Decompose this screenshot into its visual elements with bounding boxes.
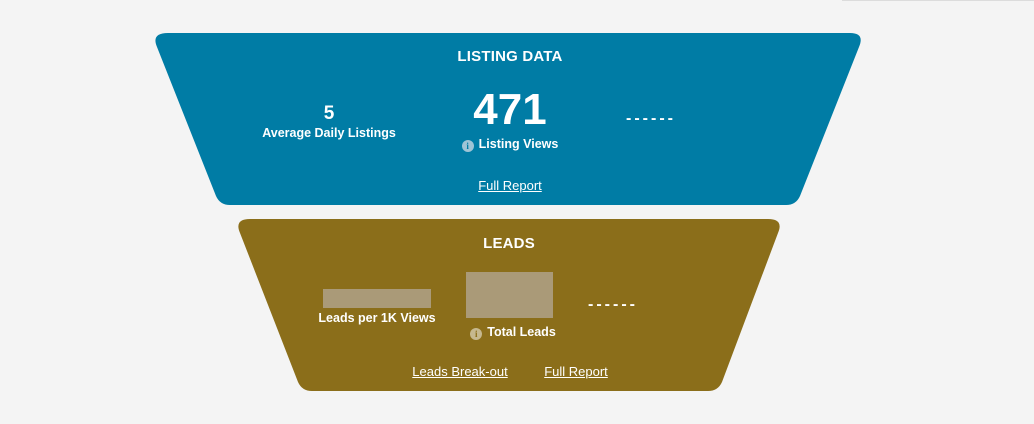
leads-per-1k-value-redacted [323, 289, 431, 308]
average-daily-listings-label: Average Daily Listings [262, 126, 396, 140]
total-leads-label: Total Leads [487, 325, 556, 339]
total-leads-label-row: i Total Leads [455, 325, 571, 340]
leads-title: LEADS [483, 235, 535, 252]
listing-data-panel: LISTING DATA 5 Average Daily Listings 47… [0, 0, 1034, 210]
total-leads-value-redacted [466, 272, 553, 318]
listing-data-title: LISTING DATA [457, 48, 563, 65]
listing-views-stat: 471 i Listing Views [440, 84, 580, 152]
leads-per-1k-label: Leads per 1K Views [318, 311, 436, 325]
leads-breakout-link[interactable]: Leads Break-out [412, 364, 508, 379]
average-daily-listings-stat: 5 Average Daily Listings [249, 103, 409, 140]
listing-placeholder-dashes: ------ [626, 110, 676, 127]
average-daily-listings-value: 5 [323, 103, 335, 124]
listing-views-label-row: i Listing Views [440, 137, 580, 152]
listing-views-value: 471 [473, 85, 547, 134]
leads-placeholder-dashes: ------ [588, 296, 638, 313]
listing-views-label: Listing Views [478, 137, 559, 151]
listing-funnel-shape [155, 33, 861, 205]
info-icon[interactable]: i [461, 140, 474, 152]
leads-full-report-link[interactable]: Full Report [544, 364, 608, 379]
listing-full-report-link[interactable]: Full Report [478, 178, 542, 193]
top-divider [842, 0, 1034, 1]
info-icon[interactable]: i [470, 328, 483, 340]
